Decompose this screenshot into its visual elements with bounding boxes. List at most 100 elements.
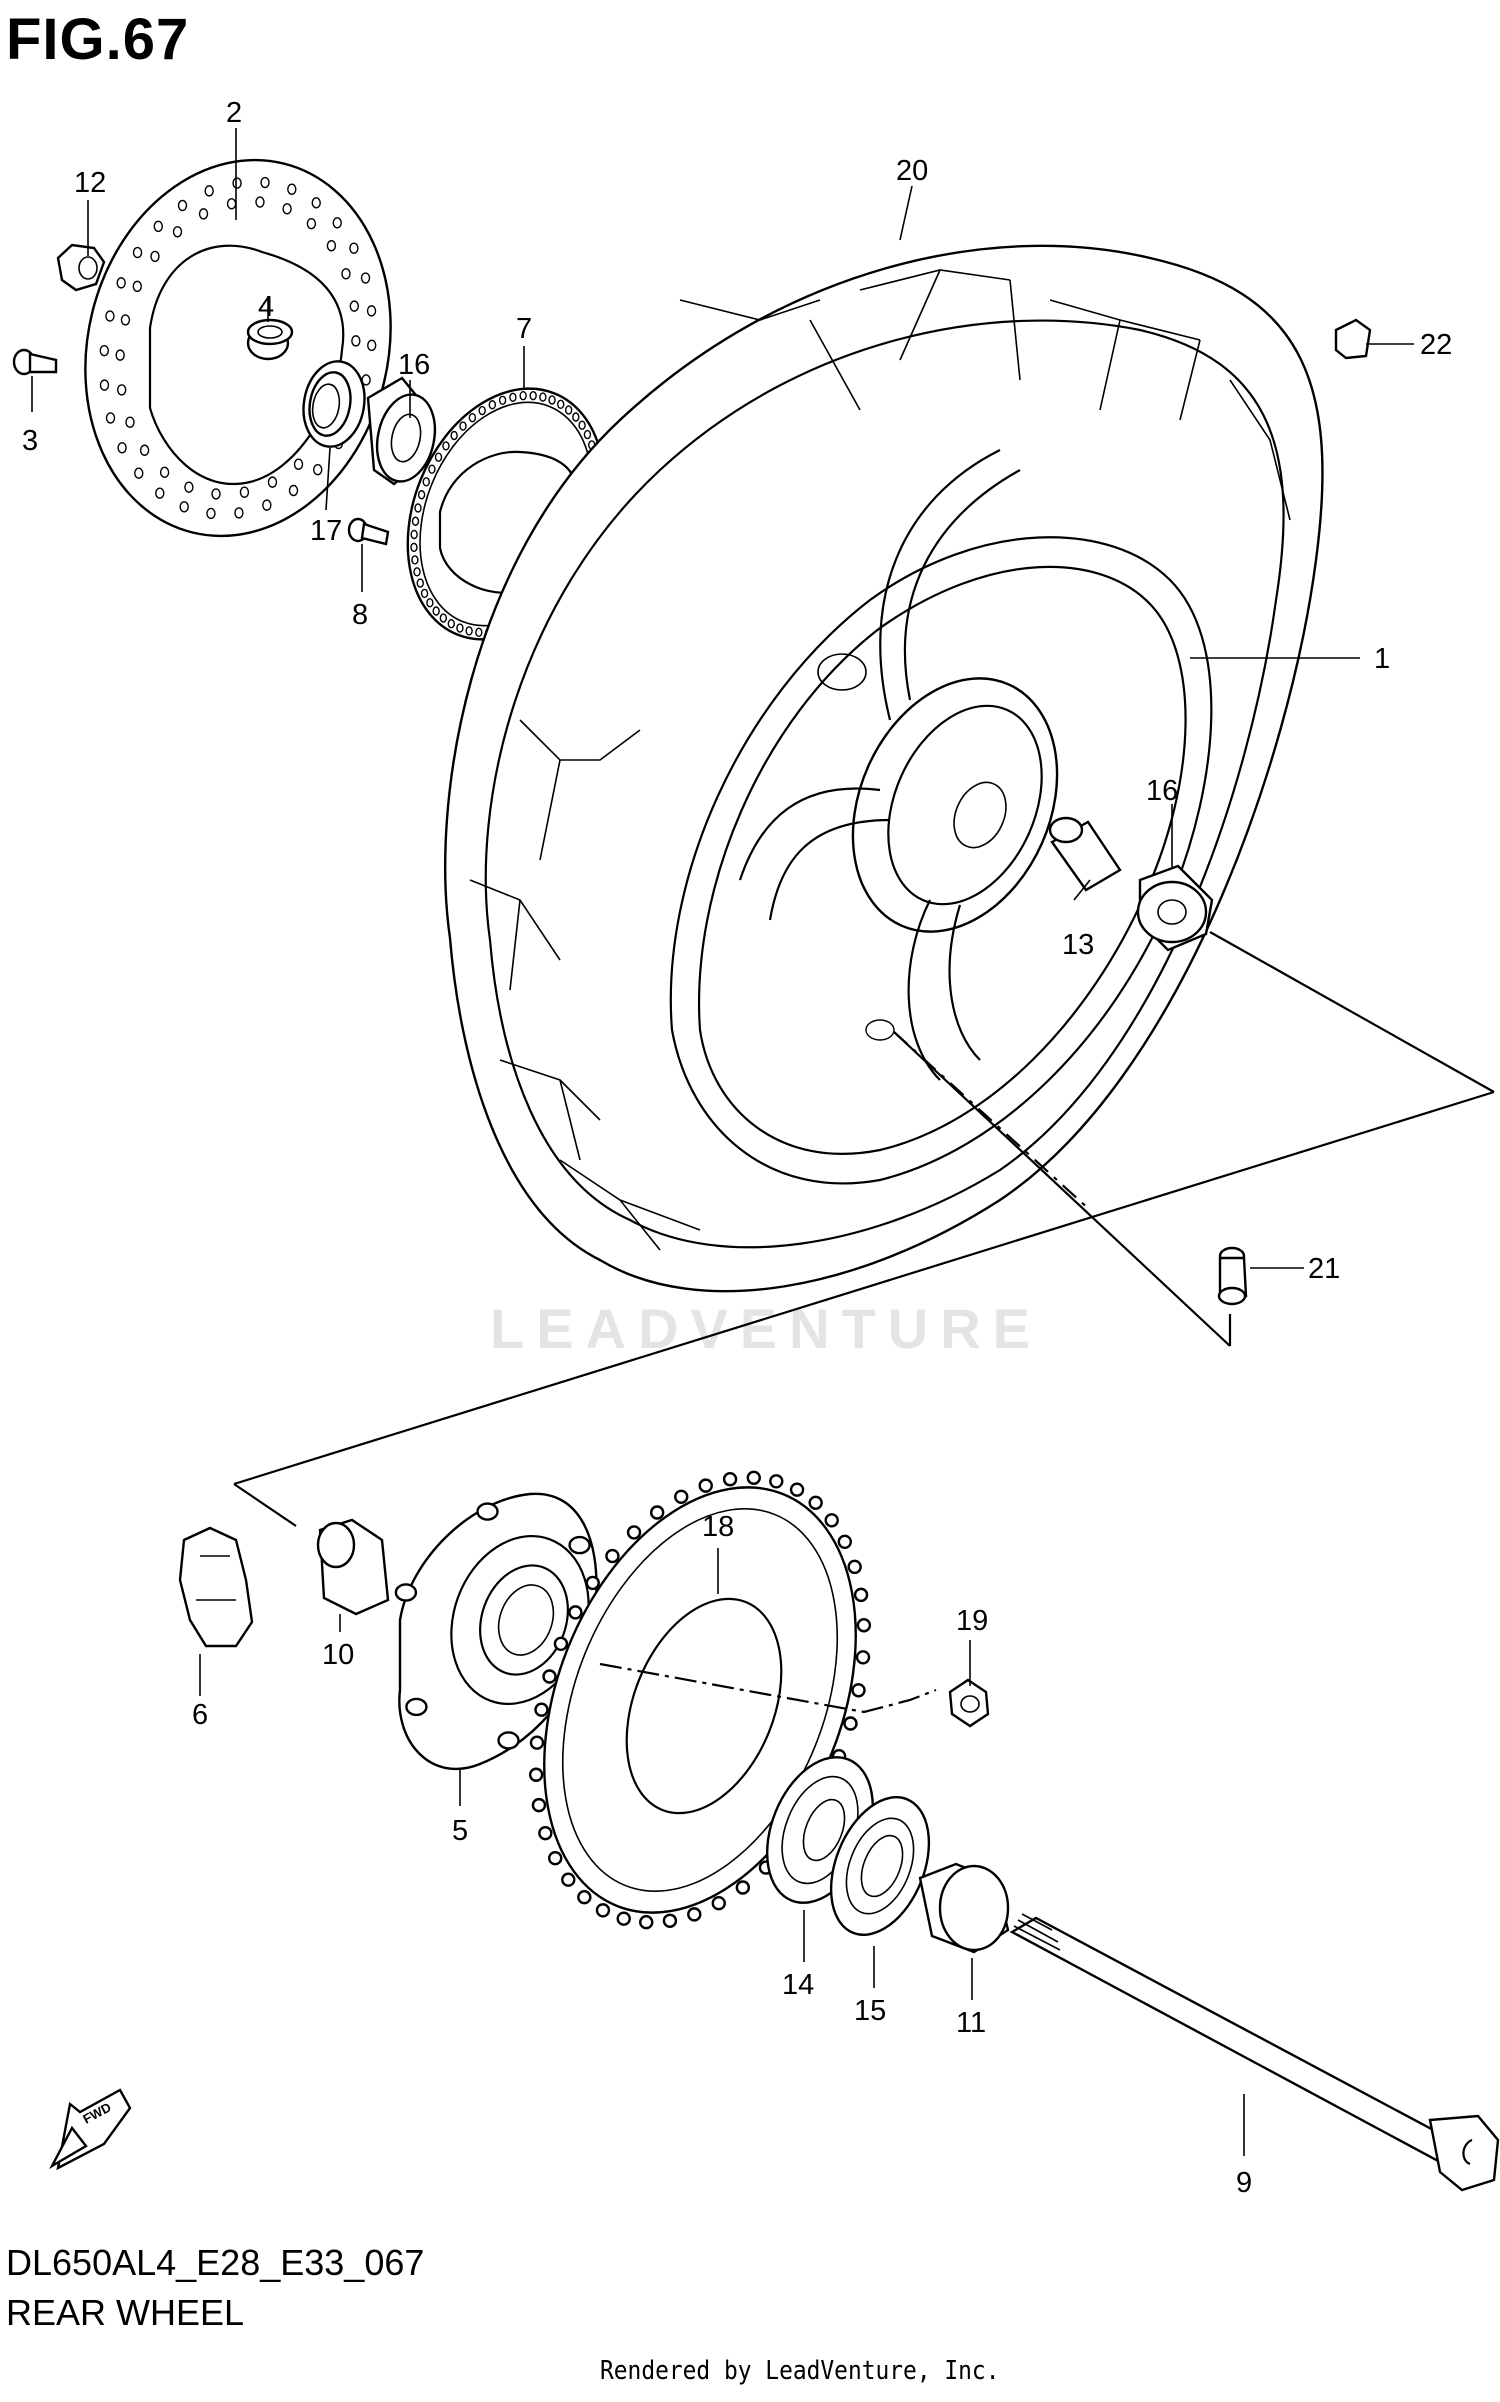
bearing-16-lower[interactable] <box>1136 864 1214 952</box>
rotor-slot <box>414 503 422 513</box>
disc-hole <box>211 488 221 500</box>
callout-22: 22 <box>1420 329 1452 361</box>
nut-12[interactable] <box>56 243 106 292</box>
sprocket-drum[interactable] <box>394 1492 612 1771</box>
callout-2: 2 <box>226 97 242 129</box>
sprocket-tooth <box>639 1915 654 1930</box>
disc-hole <box>132 280 142 293</box>
rotor-slot <box>439 613 448 623</box>
rotor-slot <box>411 516 420 526</box>
sprocket-tooth <box>542 1669 557 1684</box>
callout-numbers: 2 12 3 4 16 17 8 7 20 1 16 13 22 21 18 1… <box>22 97 1452 2199</box>
disc-hole <box>226 198 237 210</box>
disc-hole <box>120 314 131 326</box>
disc-hole <box>99 379 110 391</box>
oil-seal-17[interactable] <box>297 356 371 451</box>
disc-hole <box>232 177 242 189</box>
sprocket-tooth <box>847 1559 862 1575</box>
bolt-8[interactable] <box>347 517 390 546</box>
disc-hole <box>179 501 189 513</box>
sprocket-tooth <box>808 1495 823 1510</box>
rotor-slot <box>413 567 421 577</box>
disc-hole <box>204 185 214 197</box>
sprocket-tooth <box>855 1650 871 1665</box>
diagram-name: REAR WHEEL <box>6 2292 245 2333</box>
disc-hole <box>287 183 297 195</box>
rotor-slot <box>478 405 486 416</box>
sprocket-tooth <box>595 1903 611 1918</box>
rotor-slot <box>488 400 497 410</box>
disc-hole <box>99 344 109 357</box>
clip-22[interactable] <box>1334 318 1372 360</box>
figure-title: FIG.67 <box>6 7 190 72</box>
sprocket-tooth <box>649 1505 665 1520</box>
disc-hole <box>326 240 337 252</box>
callout-5: 5 <box>452 1815 468 1847</box>
sprocket-tooth <box>528 1767 544 1782</box>
rotor-slot <box>509 392 517 402</box>
rotor-slot <box>578 420 586 430</box>
callout-6: 6 <box>192 1699 208 1731</box>
rear-axle[interactable] <box>1009 1913 1500 2192</box>
disc-hole <box>366 305 377 317</box>
sprocket-tooth <box>687 1907 702 1922</box>
callout-3: 3 <box>22 425 38 457</box>
rotor-slot <box>428 464 436 474</box>
watermark: LEADVENTURE <box>490 1297 1043 1360</box>
sprocket-tooth <box>538 1825 553 1841</box>
rotor-slot <box>434 452 443 462</box>
callout-11: 11 <box>956 2007 986 2039</box>
disc-hole <box>116 277 126 289</box>
sprocket-tooth <box>531 1797 547 1813</box>
collar-13[interactable] <box>1048 816 1122 892</box>
nut-19[interactable] <box>948 1678 990 1728</box>
callout-7: 7 <box>516 313 532 345</box>
rotor-slot <box>410 542 418 553</box>
callout-10: 10 <box>322 1639 354 1671</box>
callout-13: 13 <box>1062 929 1094 961</box>
disc-hole <box>349 242 359 254</box>
sprocket-tooth <box>698 1478 713 1493</box>
disc-hole <box>150 250 160 263</box>
collar-4[interactable] <box>246 318 294 361</box>
rotor-slot <box>422 477 430 487</box>
bolt-3[interactable] <box>12 348 58 376</box>
disc-hole <box>293 458 304 470</box>
cushion-6[interactable] <box>178 1526 254 1648</box>
disc-hole <box>367 339 377 352</box>
callout-21: 21 <box>1308 1253 1340 1285</box>
callout-18: 18 <box>702 1511 734 1543</box>
model-code: DL650AL4_E28_E33_067 <box>6 2242 425 2283</box>
rotor-slot <box>498 395 507 405</box>
disc-hole <box>132 246 143 259</box>
rotor-slot <box>426 598 434 608</box>
sprocket-tooth <box>577 1890 592 1905</box>
sprocket-tooth <box>547 1850 563 1866</box>
valve-21[interactable] <box>1217 1246 1248 1306</box>
disc-hole <box>267 476 278 488</box>
disc-hole <box>134 467 144 479</box>
sprocket-tooth <box>824 1513 839 1528</box>
sprocket-tooth <box>626 1525 642 1540</box>
rotor-slot <box>583 429 592 440</box>
sprocket-tooth <box>853 1587 869 1603</box>
disc-hole <box>260 176 270 189</box>
collar-11[interactable] <box>918 1862 1010 1954</box>
sprocket-tooth <box>534 1702 549 1717</box>
disc-hole <box>172 226 183 238</box>
rotor-slot <box>557 399 565 409</box>
sprocket-tooth <box>735 1880 751 1895</box>
sprocket-tooth <box>529 1735 545 1750</box>
disc-hole <box>125 416 135 428</box>
bearing-16-upper[interactable] <box>366 376 443 487</box>
callout-8: 8 <box>352 599 368 631</box>
drum-stud <box>405 1697 428 1717</box>
disc-hole <box>159 466 170 479</box>
callout-16b: 16 <box>1146 775 1178 807</box>
sprocket-tooth <box>553 1636 569 1652</box>
sprocket-tooth <box>789 1482 805 1497</box>
rear-wheel[interactable] <box>444 244 1324 1293</box>
rotor-slot <box>411 555 419 565</box>
collar-10[interactable] <box>316 1518 390 1616</box>
